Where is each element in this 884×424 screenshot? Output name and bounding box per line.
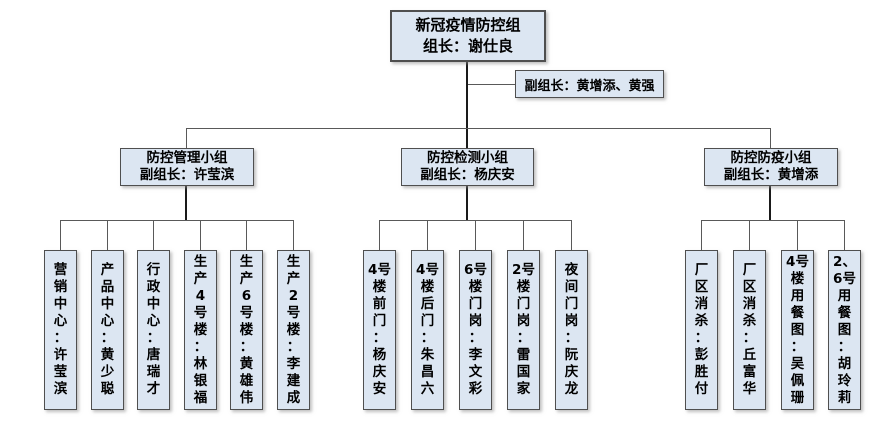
- connector-leaf-stub: [797, 220, 798, 250]
- leaf-label: 6号 楼 门 岗 ： 李 文 彩: [464, 262, 487, 397]
- branch-node-management: 防控管理小组 副组长：许莹滨: [120, 148, 254, 186]
- leaf-label: 生 产 2 号 楼 ： 李 建 成: [286, 253, 301, 406]
- leaf-node: 产 品 中 心 ： 黄 少 聪: [91, 250, 124, 410]
- connector-leaf-stub: [523, 220, 524, 250]
- connector-leaf-stub: [293, 220, 294, 250]
- leaf-label: 行 政 中 心 ： 唐 瑞 才: [146, 262, 161, 397]
- leaf-node: 2、 6号 用 餐 图 ： 胡 玲 莉: [828, 250, 861, 410]
- root-node: 新冠疫情防控组 组长：谢仕良: [390, 10, 546, 62]
- branch-title: 防控检测小组: [427, 150, 508, 166]
- leaf-node: 营 销 中 心 ： 许 莹 滨: [44, 250, 77, 410]
- leaf-node: 4号 楼 前 门 ： 杨 庆 安: [363, 250, 396, 410]
- branch-leader: 副组长：许莹滨: [139, 167, 235, 183]
- connector-leaf-stub: [701, 220, 702, 250]
- connector-branch-1-distribution: [61, 220, 294, 221]
- leaf-node: 生 产 6 号 楼 ： 黄 雄 伟: [230, 250, 263, 410]
- leaf-label: 4号 楼 后 门 ： 朱 昌 六: [416, 262, 439, 397]
- leaf-node: 生 产 4 号 楼 ： 林 银 福: [184, 250, 217, 410]
- root-leader: 组长：谢仕良: [422, 37, 513, 55]
- branch-title: 防控管理小组: [146, 150, 228, 166]
- leaf-label: 生 产 6 号 楼 ： 黄 雄 伟: [239, 253, 254, 406]
- leaf-node: 厂 区 消 杀 ： 丘 富 华: [733, 250, 766, 410]
- connector-leaf-stub: [246, 220, 247, 250]
- root-title: 新冠疫情防控组: [415, 16, 521, 34]
- leaf-label: 2、 6号 用 餐 图 ： 胡 玲 莉: [833, 253, 856, 406]
- leaf-label: 厂 区 消 杀 ： 丘 富 华: [742, 262, 757, 397]
- connector-branch-3-stub: [770, 128, 771, 148]
- leaf-node: 6号 楼 门 岗 ： 李 文 彩: [459, 250, 492, 410]
- leaf-node: 2号 楼 门 岗 ： 雷 国 家: [507, 250, 540, 410]
- connector-leaf-stub: [107, 220, 108, 250]
- leaf-label: 营 销 中 心 ： 许 莹 滨: [53, 262, 68, 397]
- connector-leaf-stub: [749, 220, 750, 250]
- connector-leaf-stub: [153, 220, 154, 250]
- leaf-node: 生 产 2 号 楼 ： 李 建 成: [277, 250, 310, 410]
- connector-top-distribution: [187, 128, 771, 129]
- connector-leaf-stub: [571, 220, 572, 250]
- connector-leaf-stub: [844, 220, 845, 250]
- deputy-note-node: 副组长：黄增添、黄强: [515, 70, 664, 98]
- leaf-label: 夜 间 门 岗 ： 阮 庆 龙: [564, 262, 579, 397]
- connector-branch-3-stem: [769, 186, 771, 220]
- connector-branch-1-stub: [186, 128, 187, 148]
- connector-leaf-stub: [427, 220, 428, 250]
- deputy-note-label: 副组长：黄增添、黄强: [524, 78, 655, 94]
- leaf-label: 厂 区 消 杀 ： 彭 胜 付: [694, 262, 709, 397]
- connector-root-stem: [466, 62, 468, 148]
- connector-branch-2-distribution: [380, 220, 572, 221]
- leaf-node: 夜 间 门 岗 ： 阮 庆 龙: [555, 250, 588, 410]
- connector-leaf-stub: [379, 220, 380, 250]
- leaf-node: 厂 区 消 杀 ： 彭 胜 付: [685, 250, 718, 410]
- leaf-label: 2号 楼 门 岗 ： 雷 国 家: [512, 262, 535, 397]
- connector-leaf-stub: [475, 220, 476, 250]
- connector-leaf-stub: [60, 220, 61, 250]
- leaf-label: 生 产 4 号 楼 ： 林 银 福: [193, 253, 208, 406]
- branch-node-prevention: 防控防疫小组 副组长：黄增添: [704, 148, 838, 186]
- leaf-node: 行 政 中 心 ： 唐 瑞 才: [137, 250, 170, 410]
- branch-title: 防控防疫小组: [730, 150, 812, 166]
- branch-leader: 副组长：黄增添: [723, 167, 819, 183]
- connector-branch-3-distribution: [702, 220, 845, 221]
- leaf-node: 4号 楼 用 餐 图 ： 吴 佩 珊: [781, 250, 814, 410]
- connector-branch-2-stem: [466, 186, 468, 220]
- connector-leaf-stub: [200, 220, 201, 250]
- leaf-label: 4号 楼 前 门 ： 杨 庆 安: [368, 262, 391, 397]
- leaf-node: 4号 楼 后 门 ： 朱 昌 六: [411, 250, 444, 410]
- branch-node-testing: 防控检测小组 副组长：杨庆安: [401, 148, 534, 186]
- branch-leader: 副组长：杨庆安: [420, 167, 515, 183]
- connector-note-stub: [468, 84, 515, 85]
- connector-branch-1-stem: [185, 186, 187, 220]
- leaf-label: 产 品 中 心 ： 黄 少 聪: [100, 262, 115, 397]
- leaf-label: 4号 楼 用 餐 图 ： 吴 佩 珊: [786, 253, 809, 406]
